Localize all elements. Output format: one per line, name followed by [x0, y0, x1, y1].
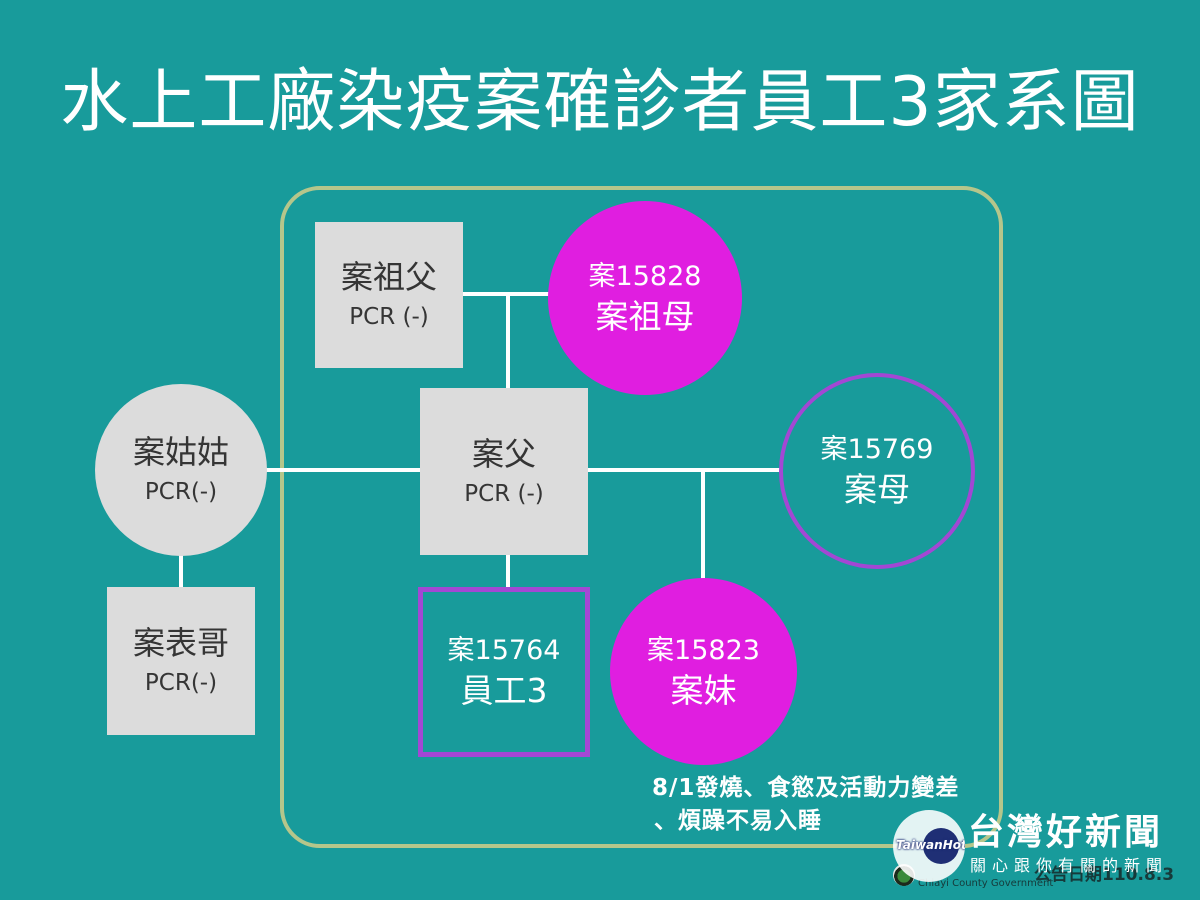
household-frame: [280, 186, 1003, 848]
mother-node: 案15769 案母: [779, 373, 975, 569]
symptom-note-line-2: 、煩躁不易入睡: [654, 808, 822, 834]
sister-symptom-note: 8/1發燒、食慾及活動力變差 、煩躁不易入睡: [652, 772, 959, 838]
footer-publish-date: 公告日期110.8.3: [1034, 865, 1175, 885]
watermark-brand: 台灣好新聞: [968, 812, 1164, 853]
father-label: 案父: [471, 434, 536, 473]
watermark-slogan: 關心跟你有關的新聞: [970, 856, 1169, 875]
connector-parents-sister: [701, 470, 705, 579]
aunt-label: 案姑姑: [132, 433, 229, 471]
sister-case-number: 案15823: [647, 634, 760, 666]
cousin-pcr-status: PCR(-): [144, 670, 218, 696]
grandmother-node: 案15828 案祖母: [548, 201, 742, 395]
connector-aunt-father: [266, 468, 421, 472]
grandfather-label: 案祖父: [340, 258, 437, 296]
watermark-logo-text: TaiwanHot: [896, 838, 965, 852]
father-node: 案父 PCR (-): [420, 388, 588, 555]
footer-gov-name: Chiayi County Government: [918, 878, 1054, 889]
employee-label: 員工3: [460, 671, 548, 710]
grandmother-case-number: 案15828: [588, 261, 702, 292]
cousin-label: 案表哥: [132, 624, 229, 662]
sister-label: 案妹: [670, 670, 737, 710]
aunt-pcr-status: PCR(-): [144, 479, 218, 505]
symptom-note-line-1: 8/1發燒、食慾及活動力變差: [652, 775, 960, 801]
logo-navy-disc: [923, 828, 959, 864]
connector-father-mother: [588, 468, 780, 472]
taiwanhot-logo-icon: TaiwanHot: [893, 810, 965, 882]
employee-node: 案15764 員工3: [418, 587, 590, 757]
sister-node: 案15823 案妹: [610, 578, 797, 765]
grandfather-node: 案祖父 PCR (-): [315, 222, 463, 368]
grandfather-pcr-status: PCR (-): [349, 304, 429, 330]
page-title: 水上工廠染疫案確診者員工3家系圖: [60, 63, 1140, 142]
mother-label: 案母: [844, 470, 910, 509]
connector-aunt-cousin: [179, 555, 183, 588]
connector-grandparents-father: [506, 294, 510, 388]
mother-case-number: 案15769: [820, 434, 934, 465]
connector-father-employee: [506, 555, 510, 588]
employee-case-number: 案15764: [447, 635, 561, 666]
cousin-node: 案表哥 PCR(-): [107, 587, 255, 735]
father-pcr-status: PCR (-): [464, 480, 544, 507]
aunt-node: 案姑姑 PCR(-): [95, 384, 267, 556]
grandmother-label: 案祖母: [595, 297, 695, 336]
